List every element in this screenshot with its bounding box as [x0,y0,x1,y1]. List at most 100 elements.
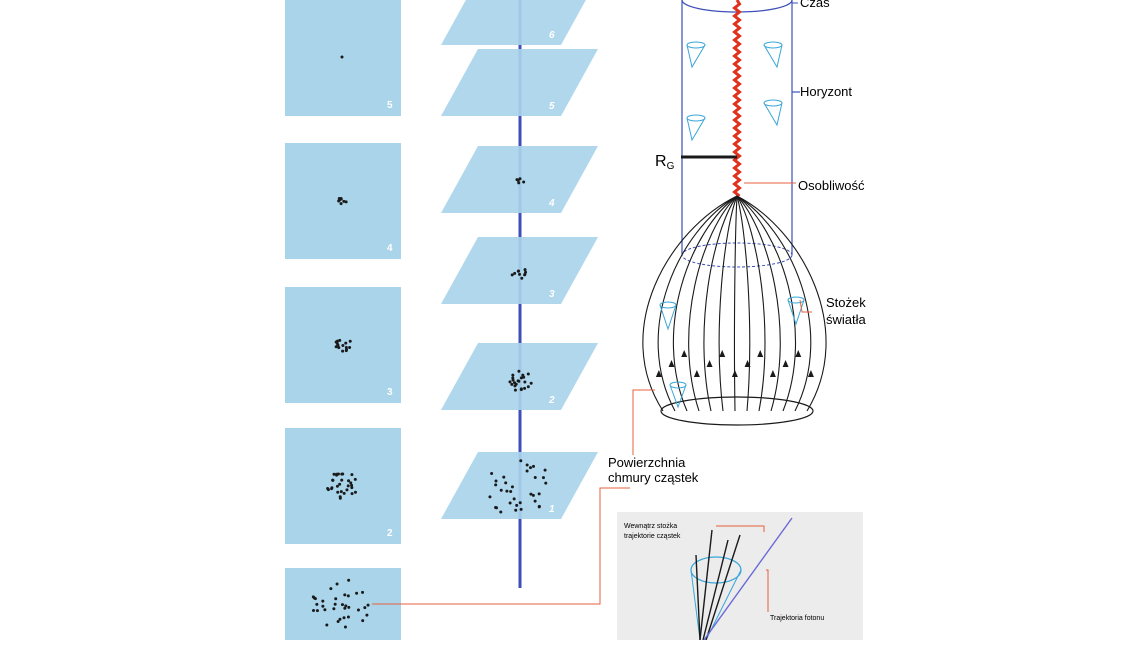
particle [519,507,523,511]
particle [349,481,353,485]
plane-number: 3 [549,289,555,300]
particle [363,606,367,610]
particle [533,476,537,480]
particle [505,489,509,493]
particle [342,199,346,203]
particle [508,501,512,505]
particle [513,271,517,275]
particle-trajectory [672,195,738,412]
particle [340,478,344,482]
particle [311,608,315,612]
labels: Czas Horyzont RG Osobliwość Stożek świat… [608,0,867,622]
particle [341,344,345,348]
spacetime-diagram [372,0,827,605]
cone-sides [659,304,677,331]
particle [510,273,514,277]
particle [520,276,524,280]
particle [494,483,498,487]
particle [531,493,535,497]
particle [490,472,494,476]
left-panel-number: 5 [387,100,393,111]
particle [510,382,514,386]
inset-particle-trajectory [702,539,729,641]
surface-callout-up [632,389,655,455]
particle [495,506,499,510]
cone-rim [763,41,783,49]
particle [338,338,342,342]
plane-1 [441,452,598,519]
plane-6 [441,0,586,45]
particle [343,593,347,597]
trajectory-arrow [706,360,713,367]
radius-label: RG [655,153,675,172]
particle [502,475,506,479]
particle [338,496,342,500]
particle-trajectory [736,195,812,412]
particle [531,464,535,468]
left-panel-number: 3 [387,387,393,398]
left-panel-number: 2 [387,528,393,539]
bundle-cone-left [659,301,677,331]
radius-label-sub: G [667,161,675,172]
particle [356,608,360,612]
particle [522,180,526,184]
particle [334,597,338,601]
particle [341,349,345,353]
particle [533,499,537,503]
radius-label-main: R [655,153,667,170]
particle [510,485,514,489]
particle [508,380,512,384]
particle [321,604,325,608]
particle [350,483,354,487]
particle-trajectory [733,195,738,412]
light-cone-inset [617,512,863,645]
left-panel-number: 4 [387,243,393,254]
particle [525,463,529,467]
particle [355,591,359,595]
surface-label-line2: chmury cząstek [608,470,699,485]
particle [315,609,319,613]
particle [337,346,341,350]
particle [346,484,350,488]
particle [499,510,503,514]
particle-trajectory [736,195,751,412]
light-cone-callout [799,299,812,313]
cone-rim [686,41,706,49]
trajectory-arrow [795,350,802,357]
light-cone-label-line2: światła [826,312,867,327]
particle [344,341,348,345]
particle-cloud-surface [660,396,814,426]
particle [346,594,350,598]
particle [311,595,315,599]
particle [353,477,357,481]
trajectory-arrow [807,370,814,377]
particle [332,607,336,611]
particle [513,388,517,392]
horizon-cone-left-1 [686,41,706,69]
particle [344,200,348,204]
particle [514,508,518,512]
particle [504,481,508,485]
cone-sides [763,44,783,69]
horizon-cone-left-2 [686,114,706,142]
particle [336,472,340,476]
particle [517,369,521,373]
particle [343,606,347,610]
inset-label-cone-line1: Wewnątrz stożka [624,523,677,530]
inset-callout-right [766,569,769,612]
particle-trajectory [736,195,827,412]
bundle-cone-bottom [669,381,687,409]
inset-label-cone-line2: trajektorie cząstek [624,533,681,540]
particle [340,472,344,476]
particle [344,604,348,608]
particle [543,468,547,472]
particle [488,495,492,499]
particle [345,488,349,492]
particle [330,486,334,490]
cone-sides [669,384,687,409]
particle [335,582,339,586]
particle-trajectory [688,195,738,412]
particle [336,490,340,494]
particle [514,382,518,386]
